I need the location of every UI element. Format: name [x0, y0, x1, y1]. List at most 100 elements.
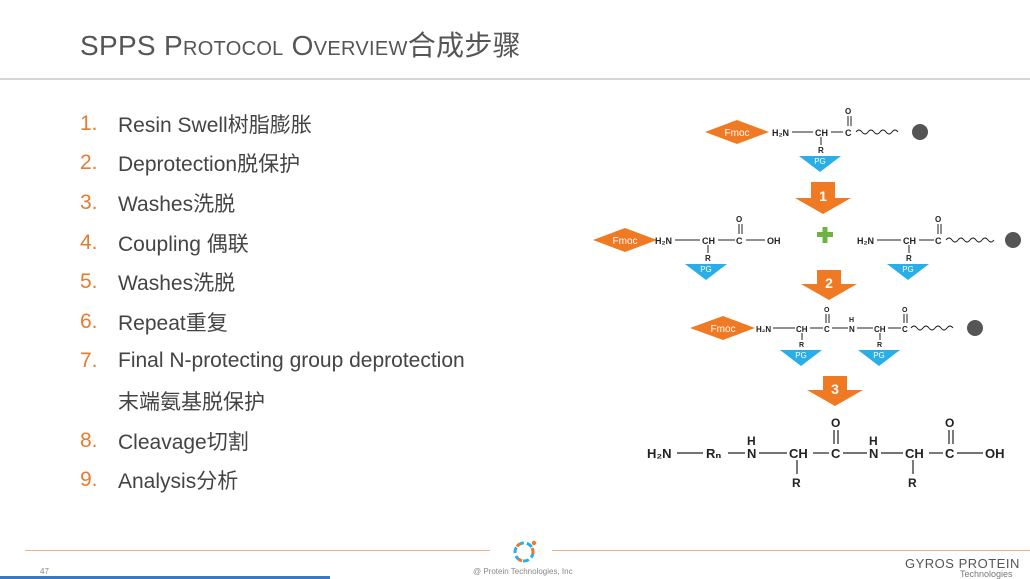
carbonyl-c-label: C — [902, 325, 908, 334]
r-group-label: R — [877, 342, 882, 349]
r-group-label: R — [705, 254, 711, 263]
pg-triangle — [887, 264, 929, 280]
footer-divider — [25, 550, 490, 551]
fmoc-diamond — [593, 228, 657, 252]
resin-bead — [967, 320, 983, 336]
r-group-label: R — [818, 146, 824, 155]
step-text: Repeat重复 — [118, 311, 228, 335]
step-arrow-1 — [795, 182, 851, 214]
fmoc-label: Fmoc — [711, 324, 736, 335]
amine-label: H₂N — [756, 325, 771, 334]
amine-label: H₂N — [857, 236, 874, 246]
carbonyl-c-label: C — [824, 325, 830, 334]
carbonyl-c-label: C — [845, 128, 852, 138]
amide-h-label: H — [849, 317, 854, 324]
rn-label: Rₙ — [706, 446, 721, 461]
amine-label: H₂N — [772, 128, 789, 138]
ch-label: CH — [874, 325, 886, 334]
oxygen-label: O — [945, 416, 954, 430]
amide-n-label: N — [869, 446, 878, 461]
step-number: 3. — [80, 190, 98, 214]
step-arrow-label: 3 — [831, 381, 839, 397]
carbonyl-c-label: C — [736, 236, 743, 246]
step-text: Resin Swell树脂膨胀 — [118, 113, 312, 137]
company-logo-icon — [513, 540, 537, 563]
amide-n-label: N — [747, 446, 756, 461]
pg-label: PG — [814, 157, 826, 166]
pg-label: PG — [902, 265, 914, 274]
pg-triangle — [685, 264, 727, 280]
carbonyl-c-label: C — [831, 446, 841, 461]
step-text: Final N-protecting group deprotection — [118, 349, 465, 373]
ch-label: CH — [815, 128, 828, 138]
hydroxyl-label: OH — [985, 446, 1005, 461]
linker-wavy — [855, 129, 899, 135]
step-item: 9. Analysis分析 — [80, 460, 465, 500]
step-number: 7. — [80, 349, 98, 373]
fmoc-label: Fmoc — [725, 128, 750, 139]
pg-triangle — [780, 350, 822, 366]
spps-reaction-diagram: Fmoc H₂N CH C O R PG 1 Fmoc H₂N CH C O O… — [593, 107, 1021, 490]
amide-h-label: H — [747, 434, 756, 448]
step-item: 2. Deprotection脱保护 — [80, 144, 465, 184]
brand-name: GYROS PROTEIN — [905, 556, 1020, 571]
r-group-label: R — [792, 476, 801, 490]
copyright-text: @ Protein Technologies, Inc — [473, 567, 573, 576]
linker-wavy — [910, 325, 954, 331]
step-arrow-label: 2 — [825, 275, 833, 291]
step-item: 8. Cleavage切割 — [80, 421, 465, 461]
step-item: 4.Coupling 偶联 — [80, 223, 465, 263]
step-number: 6. — [80, 309, 98, 333]
amide-n-label: N — [849, 325, 855, 334]
protocol-steps-list: 1.Resin Swell树脂膨胀 2.Deprotection脱保护 3.Wa… — [80, 104, 465, 500]
title-divider — [0, 78, 1030, 80]
amide-h-label: H — [869, 434, 878, 448]
step-text: Washes洗脱 — [118, 272, 236, 296]
step-item: 7. Final N-protecting group deprotection — [80, 342, 465, 382]
resin-bead — [912, 124, 928, 140]
ch-label: CH — [905, 446, 924, 461]
step-number: 2. — [80, 151, 98, 175]
oxygen-label: O — [902, 307, 908, 314]
linker-wavy — [945, 237, 995, 243]
step-text: Cleavage切割 — [118, 430, 249, 454]
step-text: Analysis分析 — [118, 470, 239, 494]
step-item: 6. Repeat重复 — [80, 302, 465, 342]
r-group-label: R — [908, 476, 917, 490]
slide-title: SPPS Protocol Overview合成步骤 — [80, 30, 521, 61]
amine-label: H₂N — [647, 446, 672, 461]
step-number: 8. — [80, 428, 98, 452]
step-arrow-3 — [807, 376, 863, 406]
step-text: 末端氨基脱保护 — [118, 390, 265, 414]
carbonyl-c-label: C — [945, 446, 955, 461]
step-item: 5.Washes洗脱 — [80, 262, 465, 302]
ch-label: CH — [796, 325, 808, 334]
brand-subtitle: Technologies — [960, 569, 1013, 579]
step-item-continuation: 末端氨基脱保护 — [80, 381, 465, 421]
step-item: 1.Resin Swell树脂膨胀 — [80, 104, 465, 144]
step-arrow-2 — [801, 270, 857, 300]
page-number: 47 — [40, 567, 49, 576]
resin-bead — [1005, 232, 1021, 248]
oxygen-label: O — [845, 107, 851, 116]
hydroxyl-label: OH — [767, 236, 781, 246]
step-text: Coupling 偶联 — [118, 232, 249, 256]
step-item: 3.Washes洗脱 — [80, 183, 465, 223]
oxygen-label: O — [831, 416, 840, 430]
pg-label: PG — [873, 351, 885, 360]
ch-label: CH — [702, 236, 715, 246]
pg-triangle — [799, 156, 841, 172]
ch-label: CH — [903, 236, 916, 246]
bottom-accent-bar — [0, 576, 330, 579]
pg-label: PG — [795, 351, 807, 360]
ch-label: CH — [789, 446, 808, 461]
step-number: 9. — [80, 468, 98, 492]
fmoc-diamond — [690, 316, 755, 340]
step-text: Deprotection脱保护 — [118, 153, 301, 177]
fmoc-label: Fmoc — [613, 236, 638, 247]
oxygen-label: O — [935, 215, 941, 224]
carbonyl-c-label: C — [935, 236, 942, 246]
footer-divider — [552, 550, 1030, 551]
r-group-label: R — [799, 342, 804, 349]
fmoc-diamond — [705, 120, 769, 144]
